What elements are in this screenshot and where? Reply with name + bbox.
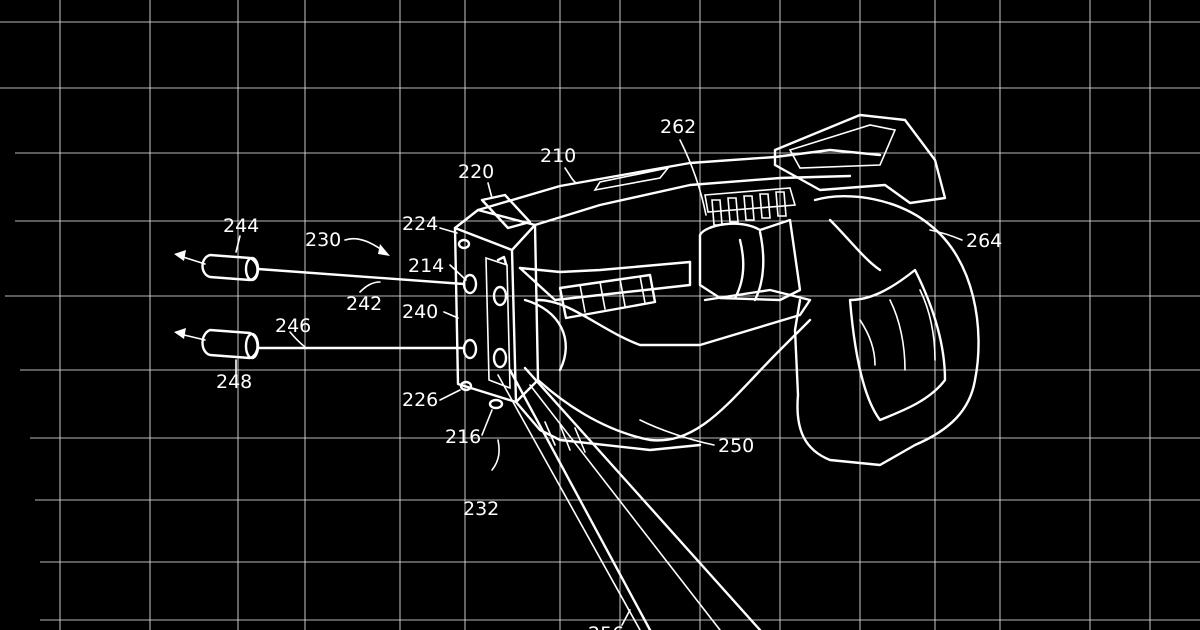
front-curve (523, 298, 567, 372)
ref-250: 250 (718, 435, 754, 457)
laser-beam-right (523, 366, 762, 630)
housing-side-face (510, 223, 540, 404)
wire-242 (256, 267, 466, 286)
ref-248: 248 (216, 371, 252, 393)
ref-256: 256 (588, 623, 624, 630)
ref-220: 220 (458, 161, 494, 183)
lower-body (514, 400, 702, 452)
ref-216: 216 (445, 426, 481, 448)
reference-numerals: 210 220 224 214 240 226 216 232 230 242 … (216, 116, 1002, 630)
probe-248 (174, 328, 260, 360)
ref-244: 244 (223, 215, 259, 237)
ref-264: 264 (966, 230, 1002, 252)
side-panel-lower (536, 288, 812, 347)
ref-226: 226 (402, 389, 438, 411)
ref-214: 214 (408, 255, 444, 277)
leader-lines (235, 139, 963, 626)
port-lower-right (492, 347, 508, 369)
probe-244 (174, 250, 260, 282)
port-lower-left (462, 338, 478, 360)
ref-230: 230 (305, 229, 341, 251)
grip-264 (793, 194, 980, 467)
ref-232: 232 (463, 498, 499, 520)
port-upper-left (462, 273, 478, 295)
ref-210: 210 (540, 145, 576, 167)
laser-beam-left (508, 368, 652, 630)
latch-226 (459, 380, 473, 392)
rear-sight (773, 113, 947, 205)
front-housing (453, 193, 540, 404)
latch-216 (488, 398, 504, 410)
ref-246: 246 (275, 315, 311, 337)
port-upper-right (492, 285, 508, 307)
probe-ports (457, 238, 508, 410)
grip-texture (848, 268, 947, 422)
probes-and-wires (174, 250, 762, 630)
top-rail-210 (476, 148, 882, 212)
ref-240: 240 (402, 301, 438, 323)
top-clip (496, 255, 508, 266)
housing-front-face (453, 226, 518, 404)
trigger-guard-250 (536, 318, 812, 442)
inner-front-panel (485, 256, 511, 390)
stun-device-body (476, 113, 980, 467)
latch-224 (457, 238, 471, 250)
ref-224: 224 (402, 213, 438, 235)
ref-242: 242 (346, 293, 382, 315)
front-window-220 (480, 193, 532, 230)
ref-262: 262 (660, 116, 696, 138)
control-window-262 (698, 218, 802, 302)
rail-detail (593, 166, 671, 192)
